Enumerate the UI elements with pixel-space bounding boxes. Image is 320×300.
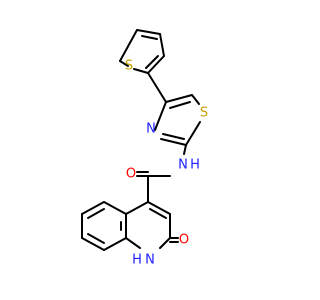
bond xyxy=(103,237,127,251)
bond xyxy=(133,68,149,74)
bond xyxy=(103,201,127,215)
atom-labels: S S N N O N O H H xyxy=(125,59,208,268)
bonds xyxy=(81,29,201,251)
atom-label: S xyxy=(125,59,133,74)
molecule-canvas: S S N N O N O H H xyxy=(81,29,208,268)
atom-label: N xyxy=(145,253,155,268)
hydrogen-label: H xyxy=(190,158,200,173)
structure-diagram: S S N N O N O H H xyxy=(81,29,208,268)
bond xyxy=(125,201,149,215)
bond xyxy=(159,33,165,57)
hydrogen-label: H xyxy=(132,253,142,268)
bond xyxy=(141,35,158,40)
bond xyxy=(149,208,167,219)
bond xyxy=(147,72,167,103)
bond xyxy=(119,60,129,67)
bond xyxy=(125,237,141,249)
atom-label: N xyxy=(146,122,156,137)
bond xyxy=(81,201,105,215)
atom-label: N xyxy=(178,158,188,173)
bond xyxy=(159,237,171,249)
bond xyxy=(165,94,193,103)
bond xyxy=(119,29,138,62)
bond xyxy=(191,94,200,105)
bond xyxy=(147,201,171,215)
bond xyxy=(183,144,187,155)
bond xyxy=(185,121,201,146)
bond xyxy=(81,237,105,251)
bond xyxy=(169,101,191,109)
bond xyxy=(162,133,185,140)
atom-label: S xyxy=(200,106,208,121)
bond xyxy=(136,29,161,35)
bond xyxy=(87,208,105,219)
atom-label: O xyxy=(126,167,136,182)
bond xyxy=(145,55,159,69)
bond xyxy=(147,55,165,74)
bond xyxy=(154,101,167,131)
bond xyxy=(87,233,105,244)
bond xyxy=(160,138,187,146)
atom-label: O xyxy=(179,233,189,248)
